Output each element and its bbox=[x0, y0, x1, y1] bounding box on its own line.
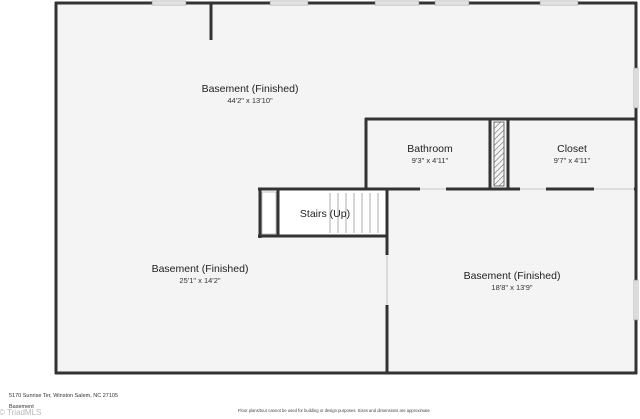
right-windows bbox=[633, 67, 639, 321]
basement-right-name: Basement (Finished) bbox=[464, 270, 561, 282]
mls-watermark: © TriadMLS bbox=[0, 408, 42, 417]
stair-treads bbox=[329, 193, 379, 233]
stairs-name: Stairs (Up) bbox=[300, 208, 350, 220]
basement-right-dims: 18'8" x 13'9" bbox=[491, 283, 532, 292]
closet-dims: 9'7" x 4'11" bbox=[554, 156, 591, 165]
basement-left-dims: 25'1" x 14'2" bbox=[179, 276, 220, 285]
basement-left-name: Basement (Finished) bbox=[152, 263, 249, 275]
bathroom-dims: 9'3" x 4'11" bbox=[412, 156, 449, 165]
interior-walls bbox=[364, 117, 637, 191]
disclaimer: Floor plans/tour cannot be used for buil… bbox=[238, 408, 431, 413]
bathroom-name: Bathroom bbox=[407, 143, 453, 155]
chase-hatch bbox=[493, 121, 505, 187]
stairs-enclosure bbox=[258, 187, 388, 238]
closet-name: Closet bbox=[557, 143, 587, 155]
property-address: 5170 Sunrise Ter, Winston Salem, NC 2710… bbox=[9, 393, 119, 399]
basement-top-name: Basement (Finished) bbox=[202, 83, 299, 95]
basement-top-dims: 44'2" x 13'10" bbox=[227, 96, 273, 105]
floor-label: Basement bbox=[9, 404, 34, 410]
top-windows bbox=[151, 0, 579, 6]
